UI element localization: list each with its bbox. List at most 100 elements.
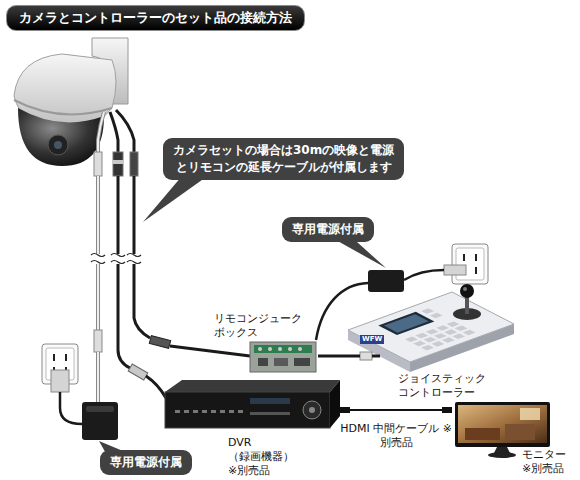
camera-cable — [98, 112, 104, 152]
joystick-controller — [421, 345, 434, 351]
camera-cable — [149, 336, 170, 349]
junction-box-body — [250, 342, 316, 372]
junction-box-body — [298, 347, 302, 351]
cable-connector — [340, 409, 452, 411]
callout-bubble: 専用電源付属 — [100, 450, 192, 475]
joystick-controller — [463, 330, 476, 336]
cable-label: HDMI 中間ケーブル ※別売品 — [338, 422, 454, 450]
bubble-tail — [143, 179, 204, 222]
camera-cable — [111, 254, 125, 264]
camera-cable — [110, 112, 118, 152]
camera-cable — [96, 176, 100, 330]
ptz-camera — [14, 38, 128, 166]
joystick-controller — [455, 326, 468, 332]
joystick-controller — [415, 333, 428, 339]
camera-cable — [146, 376, 166, 398]
junction-box-body — [294, 358, 310, 366]
camera-cable — [94, 152, 102, 176]
dvr-recorder — [330, 380, 340, 428]
monitor: モニター ※別売品 — [452, 401, 577, 478]
monitor-screen — [458, 405, 547, 443]
joystick-controller — [434, 333, 447, 339]
hdmi-plug — [340, 407, 452, 413]
joystick-controller — [372, 355, 380, 358]
device-label: ジョイスティック コントローラー — [398, 372, 486, 400]
ptz-camera — [54, 141, 62, 149]
bubble-text: 専用電源付属 — [292, 221, 364, 238]
bubble-tail — [337, 241, 386, 268]
junction-box: リモコンジューク ボックス — [212, 312, 318, 374]
joystick-controller — [421, 308, 434, 314]
dvr-recorder — [220, 410, 225, 413]
device-name: モニター ※別売品 — [522, 448, 566, 476]
camera-cable — [94, 330, 102, 352]
power-adapter — [86, 406, 114, 412]
joystick-controller — [430, 313, 443, 319]
camera-cable — [97, 352, 99, 402]
dvr-recorder — [250, 398, 290, 404]
joystick-controller — [384, 314, 429, 332]
camera-cable — [97, 176, 99, 330]
dvr-recorder — [165, 380, 340, 392]
device-name: リモコンジューク ボックス — [214, 312, 302, 340]
device-label: モニター ※別売品 — [522, 448, 566, 476]
device-name: ジョイスティック コントローラー — [398, 372, 486, 400]
junction-box-body — [288, 347, 292, 351]
bubble-text: 専用電源付属 — [110, 454, 182, 471]
power-adapter — [82, 402, 118, 440]
dvr-recorder — [229, 410, 234, 413]
junction-box-body — [278, 347, 282, 351]
monitor-screen — [505, 424, 535, 440]
power-adapter — [60, 392, 82, 424]
monitor-screen — [520, 408, 540, 420]
dvr-recorder — [250, 412, 290, 415]
joystick-controller — [423, 337, 436, 343]
dvr-recorder — [303, 401, 321, 419]
power-adapter — [404, 270, 444, 280]
dvr-recorder — [238, 410, 243, 413]
dvr-recorder — [193, 410, 198, 413]
callout-bubble: カメラセットの場合は30mの映像と電源 とリモコンの延長ケーブルが付属します — [163, 138, 404, 180]
joystick-controller — [444, 329, 457, 335]
callout-bubble: 専用電源付属 — [282, 217, 374, 242]
camera-cable — [118, 176, 130, 368]
junction-box-body — [250, 342, 316, 372]
camera-cable — [98, 112, 104, 152]
monitor-screen — [455, 402, 550, 447]
junction-box-body — [258, 358, 268, 366]
ptz-camera — [14, 100, 112, 114]
ptz-camera — [48, 135, 68, 155]
camera-cable — [130, 152, 138, 176]
joystick-controller — [405, 337, 418, 343]
joystick-controller — [432, 341, 445, 347]
device-label: リモコンジューク ボックス — [214, 312, 302, 340]
joystick-controller — [360, 352, 372, 360]
device-name: DVR（録画機器） ※別売品 — [228, 436, 294, 477]
dvr-recorder — [211, 410, 216, 413]
camera-cable — [90, 254, 106, 264]
joystick-controller — [426, 329, 439, 335]
camera-cable — [170, 346, 250, 356]
device-label: DVR（録画機器） ※別売品 — [228, 436, 294, 477]
dvr-recorder — [165, 392, 330, 428]
camera-cable — [111, 254, 125, 264]
camera-cable — [112, 160, 124, 164]
power-adapter — [42, 344, 118, 440]
dvr-recorder — [309, 407, 315, 413]
joystick-controller — [460, 284, 474, 298]
title-banner: カメラとコントローラーのセット品の接続方法 — [6, 5, 305, 31]
joystick-controller — [436, 325, 449, 331]
cable-connector — [318, 355, 360, 358]
joystick-controller — [348, 292, 514, 362]
camera-cable — [96, 352, 100, 402]
joystick-controller — [447, 321, 460, 327]
junction-box-body — [268, 347, 272, 351]
wall-outlet — [452, 244, 488, 284]
camera-cable — [149, 336, 170, 349]
dvr-recorder — [165, 380, 340, 428]
bubble-text: カメラセットの場合は30mの映像と電源 とリモコンの延長ケーブルが付属します — [173, 142, 394, 176]
camera-cable — [116, 110, 134, 152]
camera-cable — [91, 254, 105, 264]
